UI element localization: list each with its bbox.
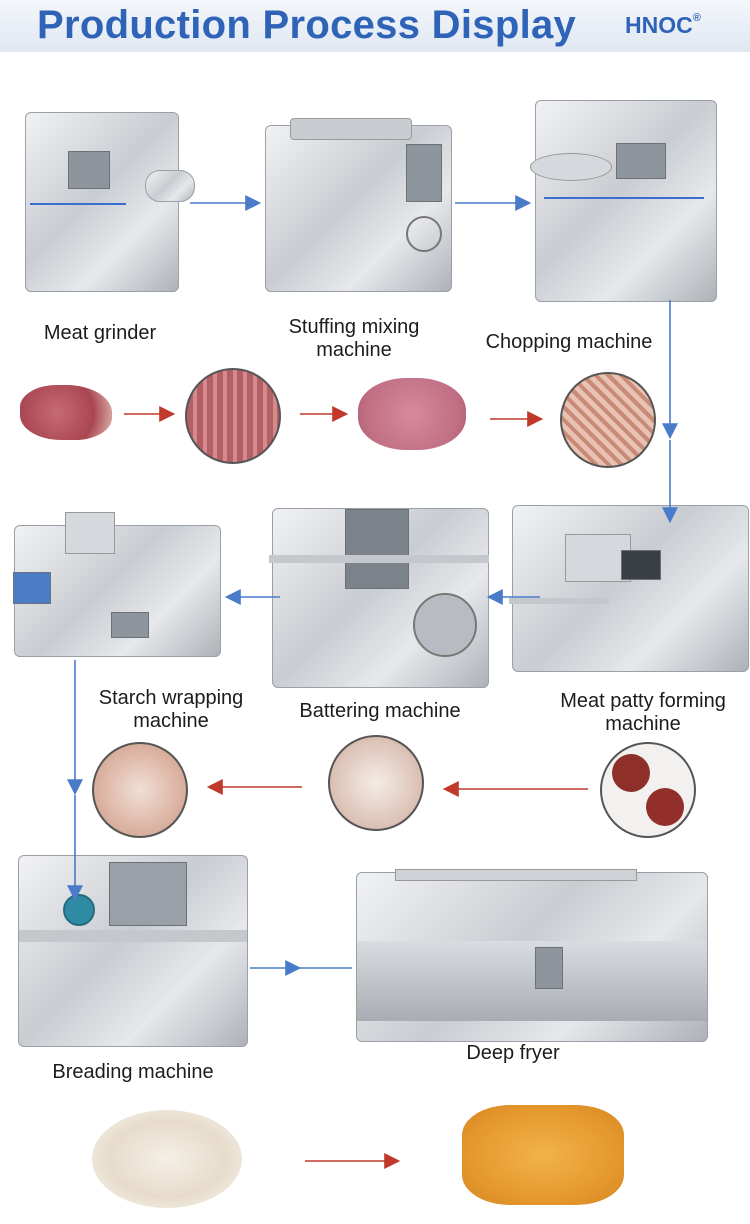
label-meat-patty-forming-machine: Meat patty forming machine (560, 690, 726, 735)
control-panel (616, 143, 666, 179)
label-starch-wrapping-machine: Starch wrapping machine (98, 687, 244, 732)
brand-logo: HNOC® (625, 12, 701, 39)
breading-machine-image (18, 855, 248, 1047)
control-panel (345, 509, 409, 589)
brand-name: HNOC (625, 12, 693, 38)
label-breading-machine: Breading machine (52, 1061, 214, 1083)
control-box (406, 144, 442, 202)
page-title: Production Process Display (37, 3, 577, 47)
control-box (535, 947, 563, 989)
label-battering-machine: Battering machine (299, 700, 461, 722)
raw-meat-image (20, 385, 112, 440)
registered-mark: ® (692, 12, 701, 24)
patty (646, 788, 684, 826)
battering-machine-image (269, 508, 489, 688)
batter-drum (413, 593, 477, 657)
hood-frame (395, 869, 637, 881)
grinder-outlet (145, 170, 195, 202)
fried-nuggets-image (462, 1105, 624, 1205)
output-conveyor (509, 598, 609, 604)
starch-coated-patty-image (92, 742, 188, 838)
breaded-patties-image (92, 1110, 242, 1208)
starch-wrapping-machine-image (13, 512, 221, 657)
ground-meat-image (185, 368, 281, 464)
hand-wheel (406, 216, 442, 252)
label-stuffing-mixing-machine: Stuffing mixing machine (288, 316, 420, 361)
formed-patties-image (600, 742, 696, 838)
mixed-stuffing-image (358, 378, 466, 450)
battered-patty-image (328, 735, 424, 831)
patty (612, 754, 650, 792)
bowl (530, 153, 612, 181)
meat-grinder-image (25, 112, 179, 292)
control-panel (109, 862, 187, 926)
mixer-lid (290, 118, 412, 140)
touch-screen (621, 550, 661, 580)
header-bar (0, 0, 750, 52)
label-chopping-machine: Chopping machine (485, 331, 653, 353)
conveyor-bed (19, 930, 247, 942)
hopper (65, 512, 115, 554)
blue-stripe (544, 197, 704, 199)
conveyor (269, 555, 489, 563)
meat-patty-forming-machine-image (509, 505, 749, 672)
label-deep-fryer: Deep fryer (466, 1042, 560, 1064)
blue-stripe (30, 203, 126, 205)
label-meat-grinder: Meat grinder (43, 322, 157, 344)
chopped-meat-image (560, 372, 656, 468)
deep-fryer-image (356, 869, 708, 1042)
control-box (111, 612, 149, 638)
control-panel (13, 572, 51, 604)
stuffing-mixing-machine-image (265, 118, 452, 292)
chopping-machine-image (530, 100, 717, 302)
control-panel (68, 151, 110, 189)
fryer-tank (357, 941, 707, 1021)
